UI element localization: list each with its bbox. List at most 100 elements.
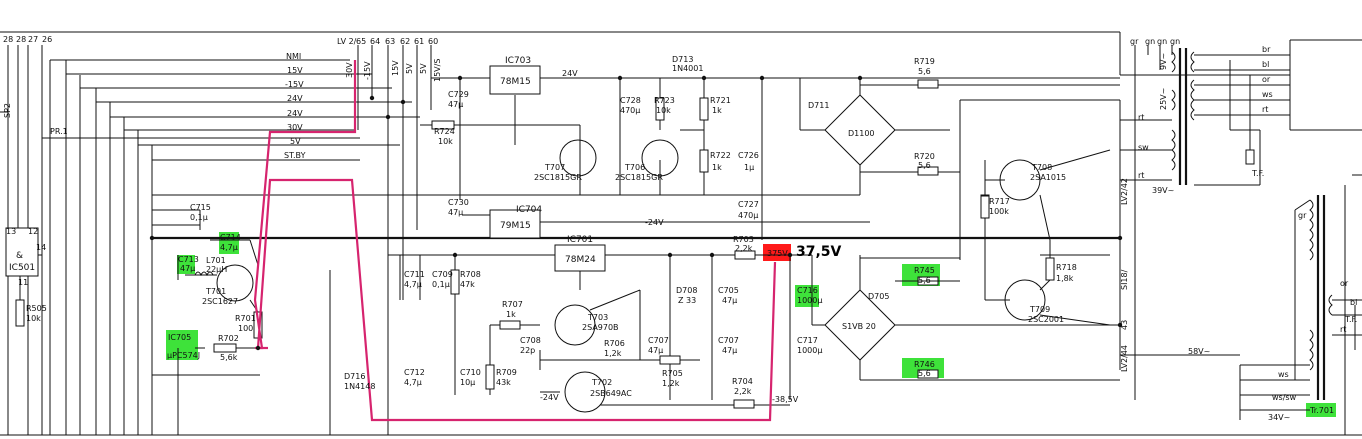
conn-pin: 65: [356, 37, 366, 46]
r719-value: 5,6: [918, 67, 931, 76]
lower-gr: gr: [1298, 211, 1307, 220]
r708-value: 47k: [460, 280, 475, 289]
rail-24v-b: 24V: [287, 109, 303, 118]
r708-symbol: [450, 269, 460, 295]
c714-label: C714: [220, 233, 241, 242]
rail-stby: ST.BY: [284, 151, 306, 160]
lv2-43: 43: [1120, 320, 1129, 330]
wire-or: or: [1262, 75, 1271, 84]
c715-label: C715: [190, 203, 211, 212]
t703-value: 2SA970B: [582, 323, 619, 332]
rt-label: rt: [1138, 113, 1144, 122]
rail-m15v: -15V: [285, 80, 304, 89]
r717-label: R717: [989, 197, 1010, 206]
r746-value: 5,6: [918, 369, 931, 378]
top-col: gr: [1130, 37, 1139, 46]
r702-label: R702: [218, 334, 239, 343]
c730-value: 47µ: [448, 208, 463, 217]
r505-value: 10k: [26, 314, 41, 323]
c709-value: 0,1µ: [432, 280, 450, 289]
c728-value: 470µ: [620, 106, 640, 115]
ic501: [5, 210, 42, 327]
red-highlight-375v: [763, 244, 791, 261]
c707b-value: 47µ: [722, 346, 737, 355]
r718-label: R718: [1056, 263, 1077, 272]
tr701-label: Tr.701: [1309, 406, 1334, 415]
t708-value: 2SA1015: [1030, 173, 1066, 182]
net-24v: 24V: [562, 69, 578, 78]
r703-value: 2,2k: [735, 244, 753, 253]
r720-value: 5,6: [918, 161, 931, 170]
r717-symbol: [980, 195, 990, 219]
r717-value: 100k: [989, 207, 1009, 216]
r723-symbol: [655, 97, 665, 121]
ic701-box: [554, 244, 606, 272]
r705-value: 1,2k: [662, 379, 680, 388]
t708-label: T708: [1031, 163, 1052, 172]
c715-value: 0,1µ: [190, 213, 208, 222]
top-col: gn: [1170, 37, 1180, 46]
r704-value: 2,2k: [734, 387, 752, 396]
rt2-label: rt: [1138, 171, 1144, 180]
r720-label: R720: [914, 152, 935, 161]
rail-15v: 15V: [287, 66, 303, 75]
lv2-44: LV2/44: [1120, 345, 1129, 372]
t707-value: 2SC1815GR: [534, 173, 582, 182]
junction-dots: [149, 75, 1123, 351]
c729-value: 47µ: [448, 100, 463, 109]
r721-value: 1k: [712, 106, 722, 115]
pr1-label: PR.1: [50, 127, 68, 136]
c713-label: C713: [178, 255, 199, 264]
conn-vert: -15V: [363, 61, 372, 80]
v9-label: 9V~: [1159, 53, 1168, 70]
wire-bl: bl: [1262, 60, 1269, 69]
rail-30v: 30V: [287, 123, 303, 132]
bridge-d705: [811, 255, 1120, 381]
net-m385v: -38,5V: [772, 395, 799, 404]
lv2-label: LV 2/: [337, 37, 357, 46]
ic501-pin12: 12: [28, 227, 38, 236]
rail-24v-a: 24V: [287, 94, 303, 103]
left-bus: [0, 45, 360, 435]
d716-value: 1N4148: [344, 382, 375, 391]
sp2-label: SP2: [3, 103, 12, 118]
r722-symbol: [699, 149, 709, 173]
lower-circuit: [152, 209, 812, 435]
labels: 28 28 27 26 SP2 PR.1 13 12 14 & IC501 11…: [3, 35, 1357, 422]
r745-value: 5,6: [918, 276, 931, 285]
v34-label: 34V~: [1268, 413, 1290, 422]
sw-label: sw: [1138, 143, 1149, 152]
annotation-37-5v: 37,5V: [796, 244, 842, 260]
wire-br: br: [1262, 45, 1271, 54]
regulator-wiring: [152, 77, 1120, 240]
ic501-pin13: 13: [6, 227, 16, 236]
conn-vert: 15V/S: [433, 59, 442, 82]
conn-pin: 62: [400, 37, 410, 46]
c726-value: 1µ: [744, 163, 754, 172]
wire-rt: rt: [1262, 105, 1268, 114]
c717-label: C717: [797, 336, 818, 345]
ic703-name: IC703: [505, 56, 531, 66]
d708-value: Z 33: [678, 296, 696, 305]
c717-value: 1000µ: [797, 346, 822, 355]
d713-value: 1N4001: [672, 64, 703, 73]
c729-label: C729: [448, 90, 469, 99]
r724-symbol: [431, 120, 455, 130]
net-m24v-b: -24V: [540, 393, 559, 402]
r707-label: R707: [502, 300, 523, 309]
t706-value: 2SC1815GR: [615, 173, 663, 182]
t702-value: 2SB649AC: [590, 389, 632, 398]
c707-label: C707: [648, 336, 669, 345]
r745-label: R745: [914, 266, 935, 275]
conn-vert: 15V: [391, 60, 400, 76]
r709-label: R709: [496, 368, 517, 377]
r701-label: R701: [235, 314, 256, 323]
frame-lines: [0, 31, 1362, 436]
t701-label: T701: [205, 287, 226, 296]
c728-label: C728: [620, 96, 641, 105]
c714-value: 4,7µ: [220, 243, 238, 252]
c710-value: 10µ: [460, 378, 475, 387]
c727-value: 470µ: [738, 211, 758, 220]
transformer-section: [1120, 39, 1362, 435]
